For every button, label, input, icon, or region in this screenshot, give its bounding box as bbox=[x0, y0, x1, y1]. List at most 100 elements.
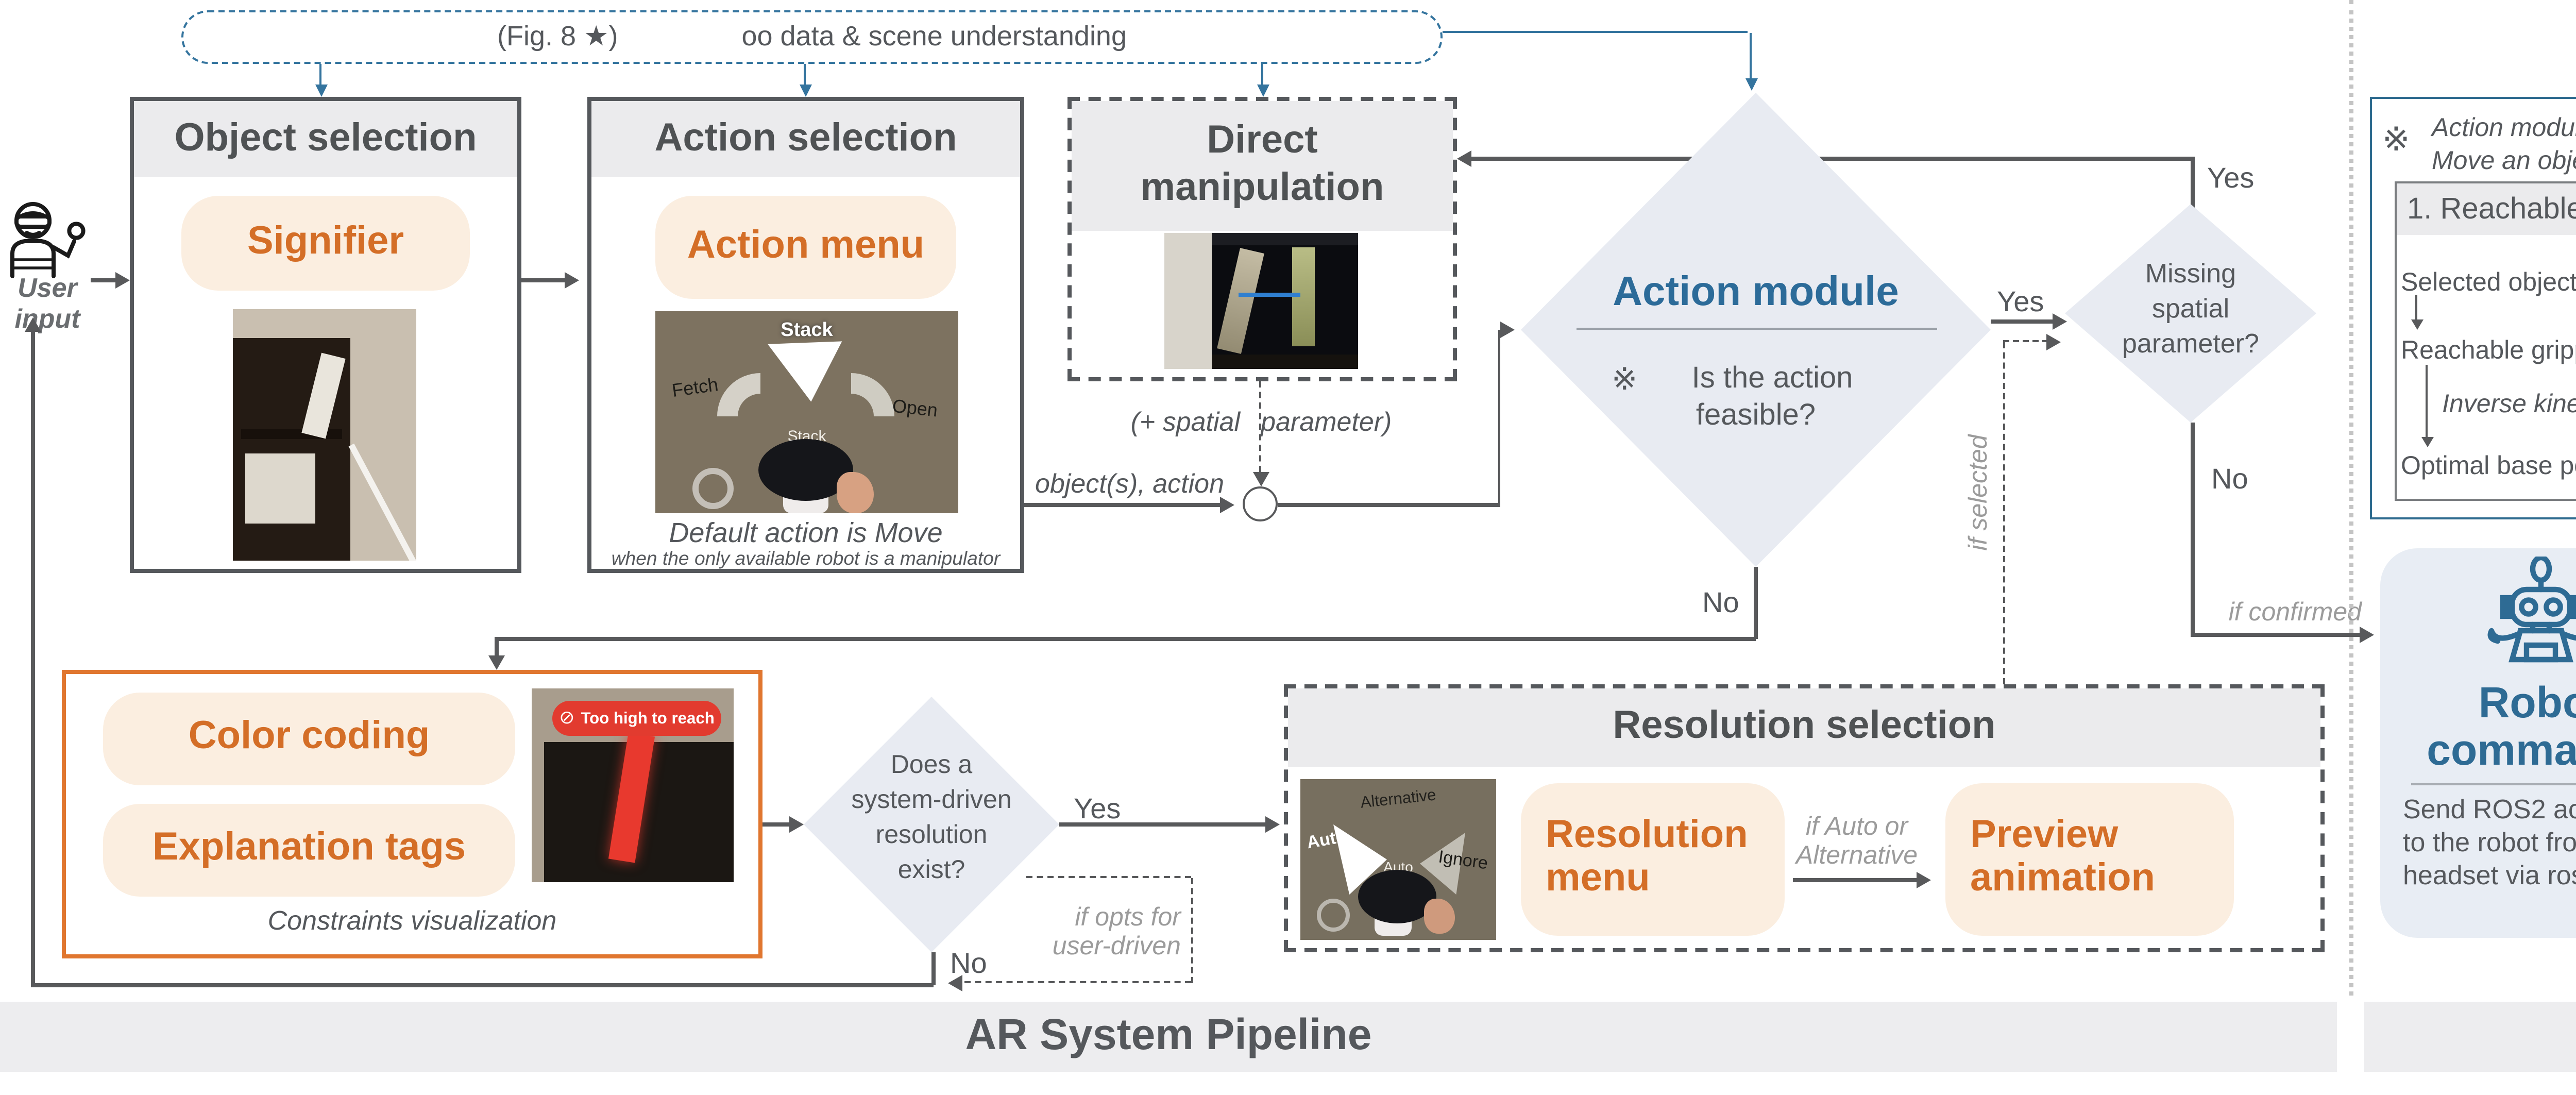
action-module-diamond bbox=[1521, 93, 1991, 567]
if-opts-label: if opts for user-driven bbox=[1020, 903, 1181, 961]
if-auto-line1: if Auto or bbox=[1805, 812, 1908, 841]
connector bbox=[1991, 319, 2057, 323]
connector bbox=[1443, 31, 1748, 33]
user-icon bbox=[10, 202, 86, 278]
color-coding-label: Color coding bbox=[188, 715, 430, 759]
step-gripper-pose: Reachable gripper pose bbox=[2401, 336, 2576, 365]
user-input-label: User input bbox=[0, 272, 95, 336]
action-selection-title: Action selection bbox=[654, 116, 957, 160]
user-label-line1: User bbox=[18, 272, 77, 303]
reachable-title: 1. Reachable? bbox=[2407, 193, 2576, 226]
book-shape bbox=[1217, 248, 1264, 354]
arrowhead bbox=[1500, 322, 1515, 338]
robot-commands-box bbox=[2380, 548, 2576, 938]
connector bbox=[1191, 878, 1193, 983]
resolution-diamond-l2: system-driven bbox=[851, 785, 1012, 814]
user-label-line2: input bbox=[14, 302, 80, 334]
arrowhead bbox=[2360, 627, 2374, 643]
signifier-pill: Signifier bbox=[181, 196, 470, 291]
arrowhead bbox=[1917, 871, 1931, 888]
connector bbox=[1469, 157, 2191, 160]
signifier-photo bbox=[233, 309, 416, 561]
photo-shape bbox=[348, 444, 416, 561]
connector bbox=[91, 278, 117, 282]
action-subcaption: when the only available robot is a manip… bbox=[611, 548, 1001, 569]
connector bbox=[2003, 340, 2048, 342]
gizmo-line bbox=[1239, 293, 1300, 297]
connector bbox=[495, 637, 1756, 641]
connector bbox=[31, 983, 934, 987]
direct-manipulation-header: Direct manipulation bbox=[1072, 101, 1453, 231]
photo-shape bbox=[245, 453, 315, 524]
no-label: No bbox=[2211, 462, 2248, 495]
connector bbox=[2415, 295, 2417, 322]
photo-shape bbox=[1164, 233, 1212, 369]
connector bbox=[1793, 878, 1921, 883]
explanation-tags-label: Explanation tags bbox=[152, 827, 466, 870]
footer-robot-execution: Robot Execution bbox=[2364, 1002, 2576, 1072]
resolution-diamond-l1: Does a bbox=[890, 750, 973, 779]
resolution-menu-pill: Resolution menu bbox=[1521, 783, 1785, 936]
arrowhead bbox=[488, 655, 505, 670]
arrowhead bbox=[565, 272, 579, 289]
spatial-right: parameter) bbox=[1261, 406, 1392, 437]
arrowhead bbox=[1256, 85, 1268, 97]
connector bbox=[1278, 503, 1500, 507]
direct-title-line1: Direct bbox=[1207, 119, 1318, 162]
controller-disc bbox=[1358, 870, 1436, 923]
constraints-photo: ⊘ Too high to reach bbox=[532, 688, 734, 882]
fig-ref-label: (Fig. 8 ★) bbox=[497, 21, 618, 52]
connector bbox=[1024, 503, 1222, 507]
direct-manipulation-photo bbox=[1164, 233, 1358, 369]
objects-action-label: object(s), action bbox=[1035, 468, 1224, 499]
yes-label: Yes bbox=[2207, 161, 2255, 194]
robot-commands-desc2: to the robot from the bbox=[2403, 827, 2576, 857]
color-coding-pill: Color coding bbox=[103, 693, 515, 785]
solver-label: Inverse kinematic solver bbox=[2442, 390, 2576, 418]
if-selected-label: if selected bbox=[1964, 434, 1993, 551]
arrowhead bbox=[1265, 816, 1280, 833]
if-opts-line2: user-driven bbox=[1052, 932, 1181, 961]
section-divider bbox=[2349, 0, 2353, 996]
hand-shape bbox=[837, 472, 874, 513]
preview-animation-label2: animation bbox=[1970, 857, 2155, 901]
too-high-tag: ⊘ Too high to reach bbox=[552, 701, 721, 736]
photo-shape bbox=[1212, 233, 1358, 245]
action-menu-pill-label: Action menu bbox=[687, 224, 925, 267]
if-opts-line1: if opts for bbox=[1075, 903, 1181, 932]
resolution-selection-header: Resolution selection bbox=[1288, 688, 2320, 767]
connector bbox=[521, 278, 567, 282]
arrowhead bbox=[25, 317, 41, 332]
controller-ring bbox=[692, 468, 734, 509]
if-auto-line2: Alternative bbox=[1795, 841, 1918, 870]
yes-label: Yes bbox=[1997, 284, 2044, 317]
action-module-q2: feasible? bbox=[1696, 400, 1816, 433]
arrowhead bbox=[1220, 497, 1234, 513]
menu-option-right: Open bbox=[891, 395, 939, 421]
controller-ring bbox=[1317, 899, 1350, 932]
connector bbox=[1059, 822, 1269, 826]
robot-commands-title2: commands bbox=[2427, 728, 2576, 775]
arrowhead bbox=[2046, 334, 2061, 350]
action-module-title: Action module bbox=[1613, 270, 1899, 315]
diamond-divider bbox=[1577, 328, 1937, 330]
object-selection-header: Object selection bbox=[134, 101, 517, 177]
action-module-q1: Is the action bbox=[1691, 363, 1853, 396]
arrowhead bbox=[1744, 78, 1757, 91]
resolution-selection-title: Resolution selection bbox=[1613, 705, 1996, 748]
reachable-box: 1. Reachable? bbox=[2395, 181, 2576, 501]
connector bbox=[762, 822, 791, 826]
connector bbox=[495, 637, 498, 655]
arrowhead bbox=[789, 816, 804, 833]
arrowhead bbox=[948, 975, 962, 991]
hand-shape bbox=[1424, 899, 1455, 934]
connector bbox=[931, 952, 935, 985]
action-menu-pill: Action menu bbox=[655, 196, 956, 299]
arrowhead bbox=[799, 85, 811, 97]
explanation-tags-pill: Explanation tags bbox=[103, 804, 515, 897]
example-heading1: Action module example: bbox=[2432, 113, 2576, 142]
missing-l2: spatial bbox=[2151, 293, 2230, 324]
reachable-header: 1. Reachable? bbox=[2397, 183, 2576, 235]
connector bbox=[1754, 567, 1757, 639]
